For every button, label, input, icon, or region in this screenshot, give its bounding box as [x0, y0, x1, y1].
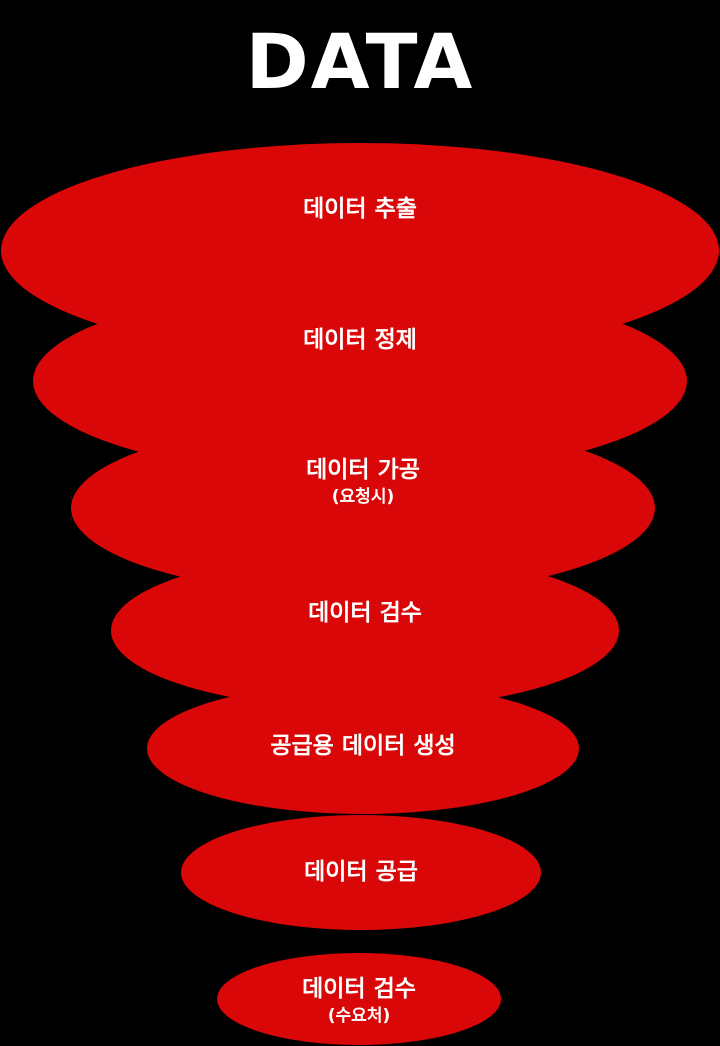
- funnel-stage-7-label: 데이터 검수: [302, 975, 416, 1002]
- page-title: DATA: [245, 17, 475, 106]
- funnel-stage-6[interactable]: 데이터 공급: [181, 815, 541, 930]
- funnel-stage-4-text: 데이터 검수: [308, 600, 422, 627]
- funnel-stage-7-sublabel: (수요처): [327, 1005, 391, 1026]
- funnel-stage-5-label: 공급용 데이터 생성: [270, 732, 456, 759]
- funnel-stage-5[interactable]: 공급용 데이터 생성: [147, 683, 579, 814]
- funnel-stage-4[interactable]: 데이터 검수: [111, 552, 619, 709]
- funnel-stage-3-text: 데이터 가공 (요청시): [306, 457, 420, 508]
- funnel-stage-5-text: 공급용 데이터 생성: [270, 733, 455, 760]
- funnel-stage-7[interactable]: 데이터 검수 (수요처): [217, 953, 501, 1045]
- funnel-stage-6-label: 데이터 공급: [304, 858, 418, 885]
- funnel-stage-3-label: 데이터 가공: [306, 456, 420, 483]
- funnel-stage-7-text: 데이터 검수 (수요처): [302, 976, 416, 1027]
- funnel-stage-6-text: 데이터 공급: [304, 859, 418, 886]
- funnel-stage-3-sublabel: (요청시): [331, 486, 395, 507]
- funnel-stage-1-label: 데이터 추출: [303, 195, 417, 222]
- funnel-stage-2-text: 데이터 정제: [303, 327, 417, 354]
- funnel-stage-2-label: 데이터 정제: [303, 327, 417, 354]
- funnel-stage-4-label: 데이터 검수: [308, 599, 422, 626]
- funnel-stage-1-text: 데이터 추출: [303, 196, 417, 223]
